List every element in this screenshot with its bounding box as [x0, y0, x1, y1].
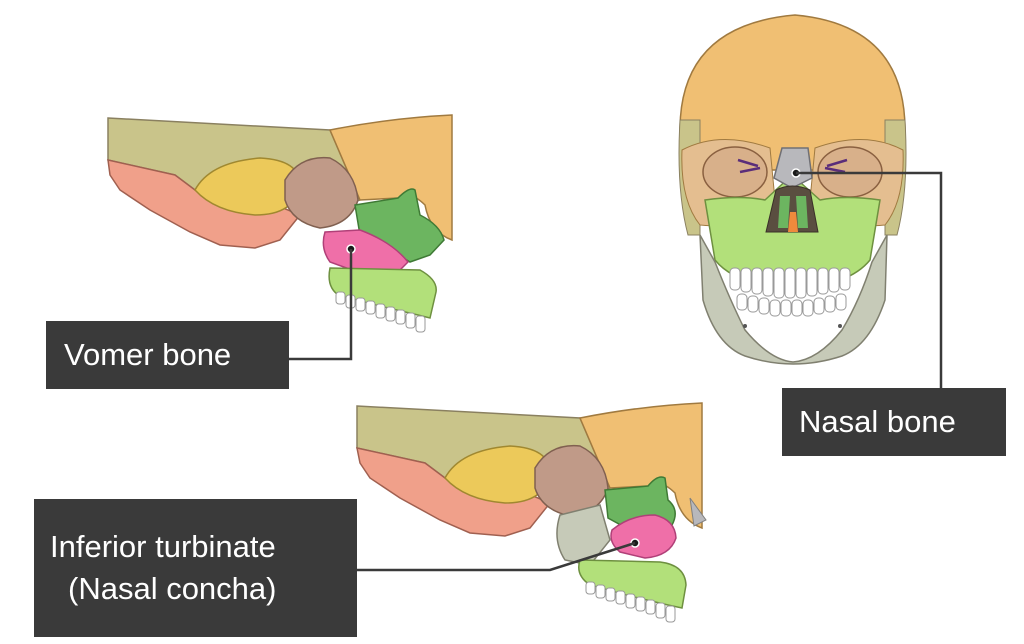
lower-teeth — [736, 293, 847, 317]
nasal-tip — [689, 497, 707, 527]
mandible — [699, 234, 888, 365]
sphenoid-region — [534, 444, 609, 517]
maxilla-region — [578, 559, 687, 609]
mental-foramen-left — [743, 324, 747, 328]
upper-teeth — [729, 267, 851, 299]
frontal-skull-view — [678, 14, 943, 388]
inferior-turbinate-highlight — [610, 514, 677, 559]
vomer-inner — [788, 212, 798, 232]
zygomatic-region — [556, 504, 611, 566]
teeth-row — [335, 291, 426, 333]
inferior-turbinate-label-line1: Inferior turbinate — [50, 529, 276, 564]
sagittal-skull-section-top — [107, 114, 453, 361]
mental-foramen-right — [838, 324, 842, 328]
inferior-turbinate-label: Inferior turbinate (Nasal concha) — [34, 499, 357, 637]
nasal-leader-line — [796, 171, 943, 388]
ethmoid-region — [354, 188, 445, 263]
orbit-left — [702, 146, 768, 198]
ethmoid-inner — [778, 196, 808, 228]
vomer-bone-label: Vomer bone — [46, 321, 289, 389]
vomer-leader-line — [289, 249, 353, 361]
sagittal-skull-section-bottom — [356, 402, 707, 623]
vomer-bone-label-text: Vomer bone — [64, 337, 232, 372]
nasal-bone-label-text: Nasal bone — [799, 404, 956, 439]
orbit-lines — [737, 158, 848, 174]
teeth-row — [585, 581, 676, 623]
nasal-bone — [773, 147, 813, 189]
frontal-bone — [679, 14, 906, 171]
inferior-turbinate-label-line2: (Nasal concha) — [68, 571, 277, 606]
inferior-turbinate-leader-line — [357, 541, 636, 572]
sphenoid-region — [284, 156, 359, 229]
nasal-bone-label: Nasal bone — [782, 388, 1006, 456]
